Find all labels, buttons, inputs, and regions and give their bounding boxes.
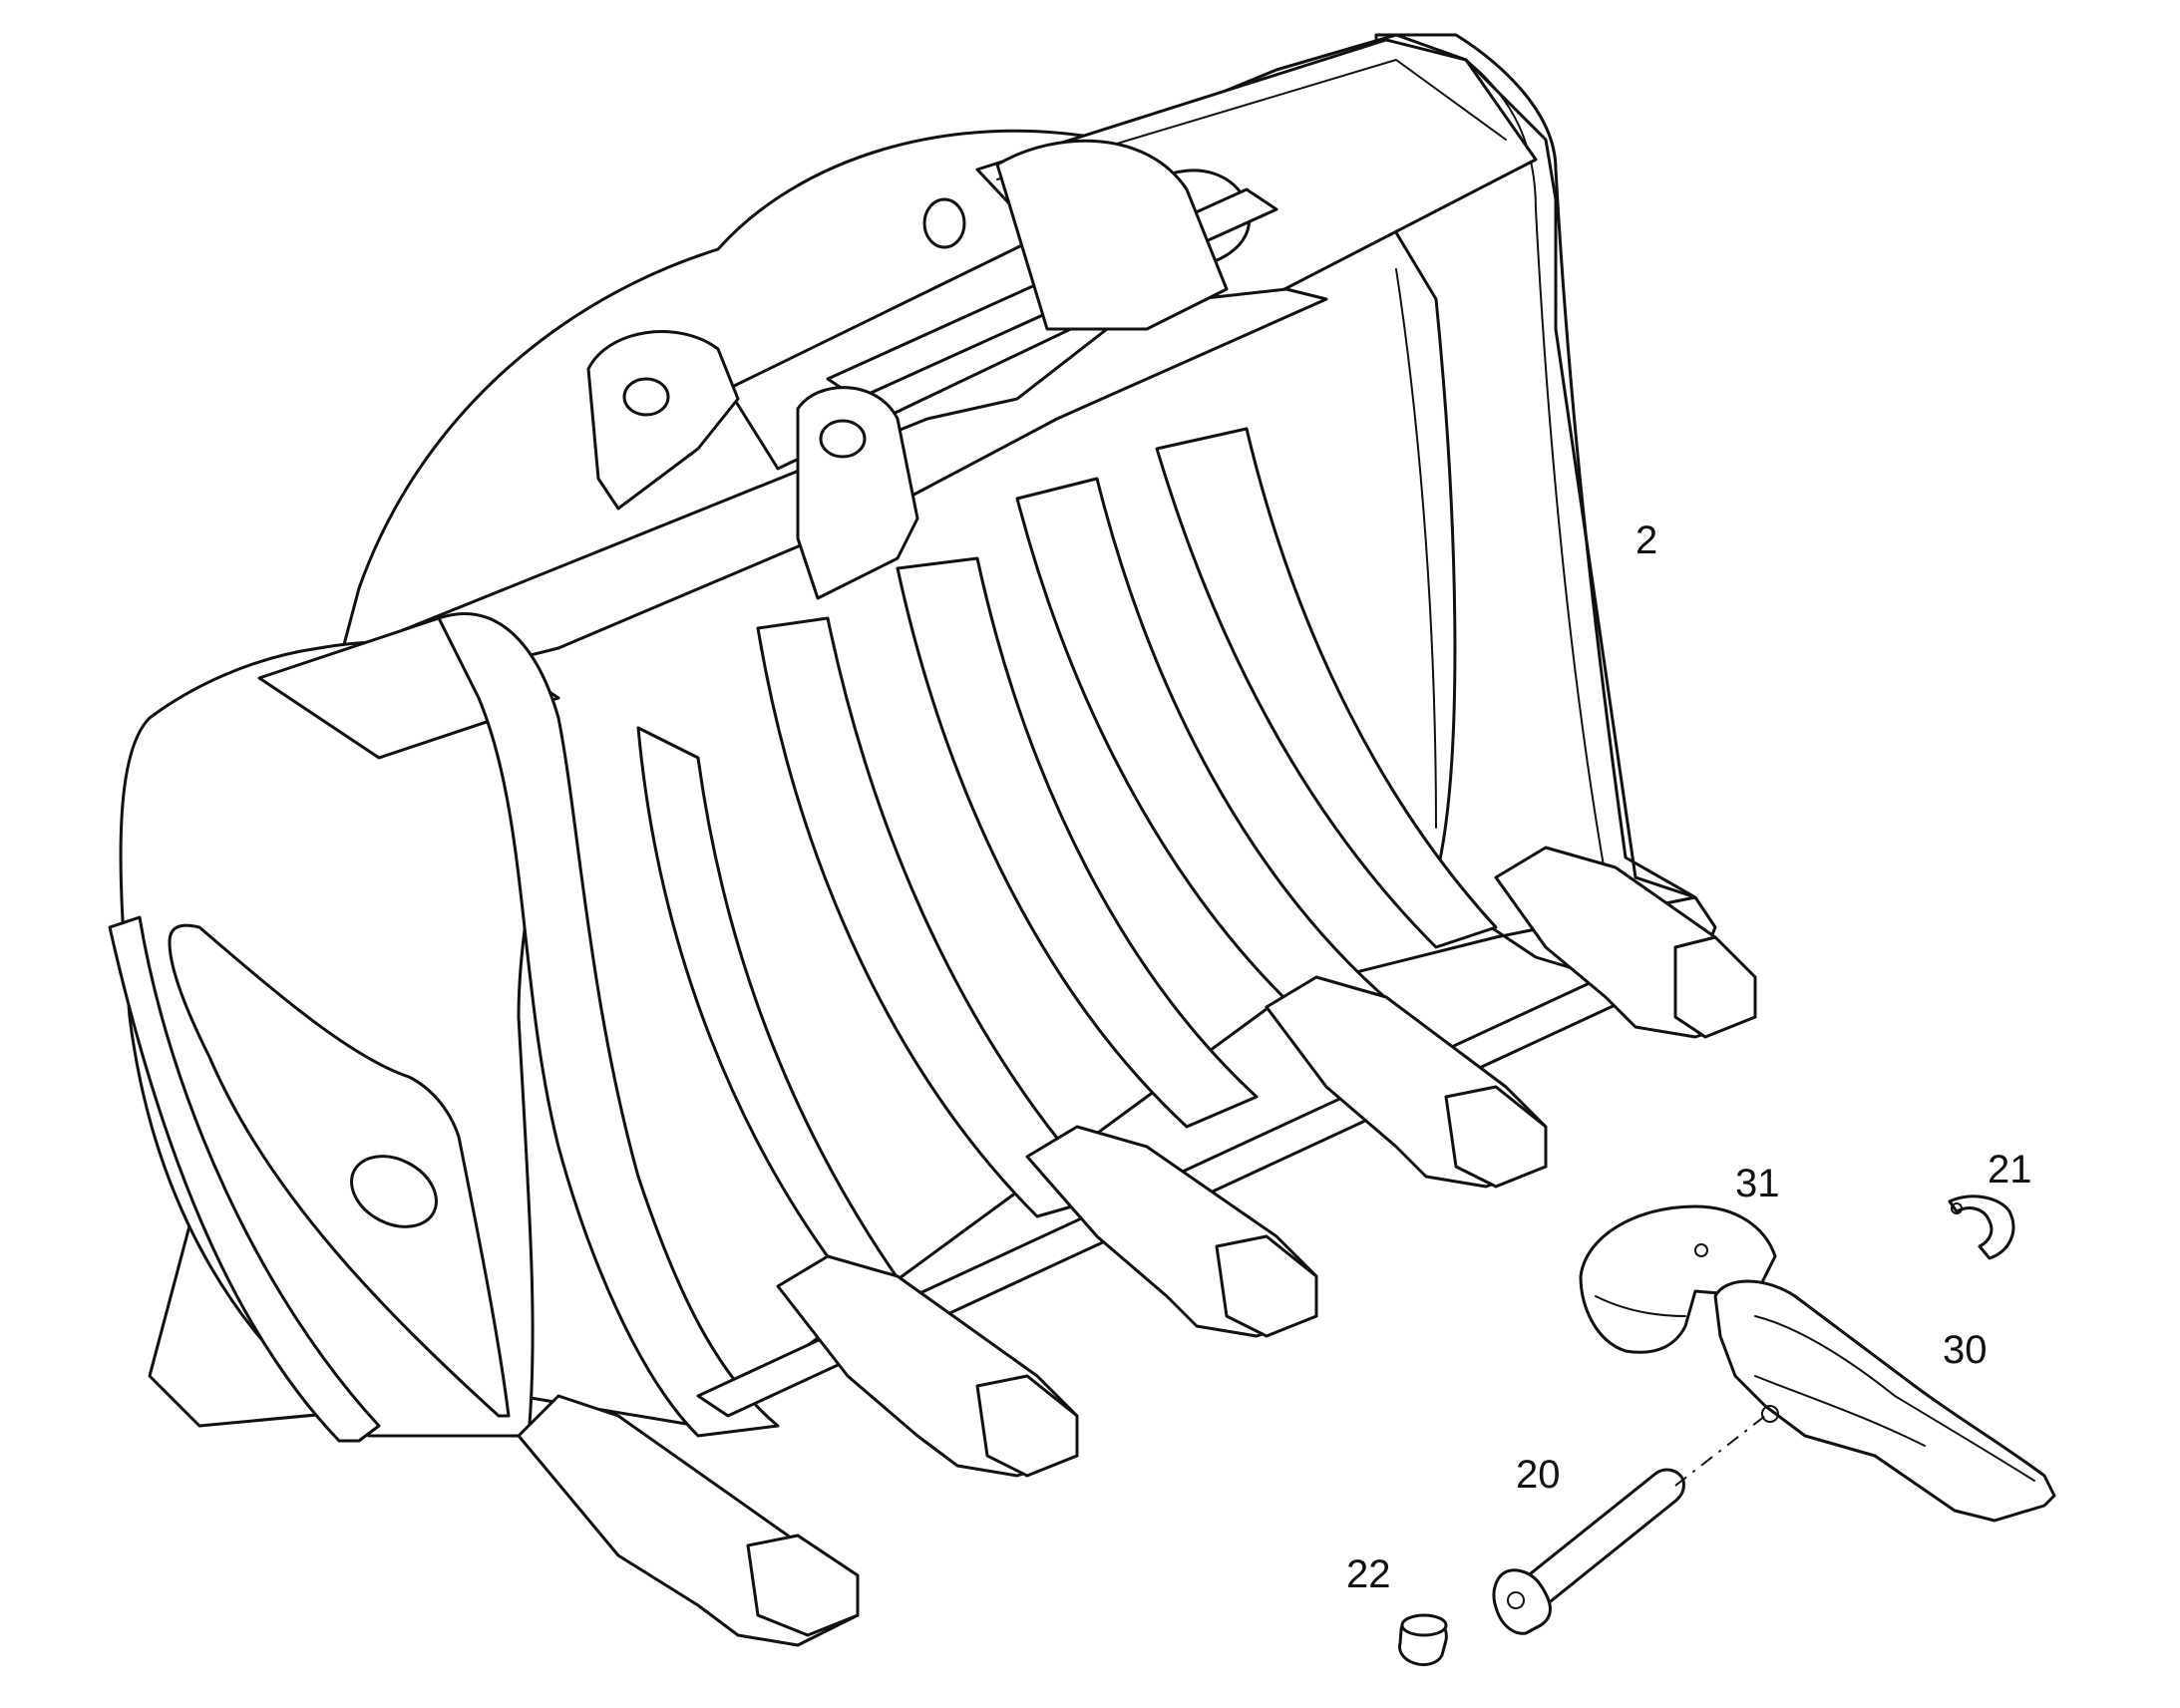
- part-22-plug: [1398, 1613, 1448, 1667]
- right-lug-hole: [819, 419, 867, 459]
- tooth-2: [975, 1374, 1079, 1478]
- mid-lug-hole: [922, 197, 966, 249]
- part-31-adapter-cover: [1579, 1204, 1777, 1354]
- tine-5: [1155, 427, 1498, 949]
- part-20-pin: [1492, 1415, 1766, 1635]
- mid-lug: [995, 139, 1229, 331]
- bucket-rear-shell: [148, 33, 1697, 1428]
- part-21-lock-ring: [1948, 1195, 2015, 1260]
- callout-20: 20: [1516, 1453, 1561, 1497]
- left-side-plate-recess: [168, 923, 511, 1418]
- left-arm: [437, 612, 780, 1438]
- callout-30: 30: [1943, 1328, 1988, 1372]
- callout-2: 2: [1635, 518, 1657, 562]
- left-lug-hole: [622, 377, 670, 417]
- right-side-plate: [1374, 33, 1717, 989]
- tooth-1: [746, 1534, 860, 1637]
- tooth-3: [1215, 1234, 1318, 1338]
- part-30-tooth: [1713, 1279, 2056, 1523]
- callout-22: 22: [1346, 1552, 1391, 1596]
- callout-21: 21: [1988, 1148, 2032, 1192]
- left-side-plate-wear-strip: [108, 915, 381, 1443]
- tooth-4: [1444, 1085, 1548, 1189]
- root-bucket: [108, 33, 1757, 1647]
- left-lug: [586, 330, 740, 511]
- right-side-plate-inner-edge-2: [1395, 268, 1437, 829]
- right-side-plate-inner-edge: [1465, 59, 1607, 878]
- left-side-plate-hole: [350, 1155, 438, 1228]
- tooth-5: [1673, 935, 1757, 1039]
- tine-3: [896, 556, 1259, 1129]
- top-cross-beam-edge: [996, 59, 1507, 180]
- callout-31: 31: [1735, 1162, 1780, 1205]
